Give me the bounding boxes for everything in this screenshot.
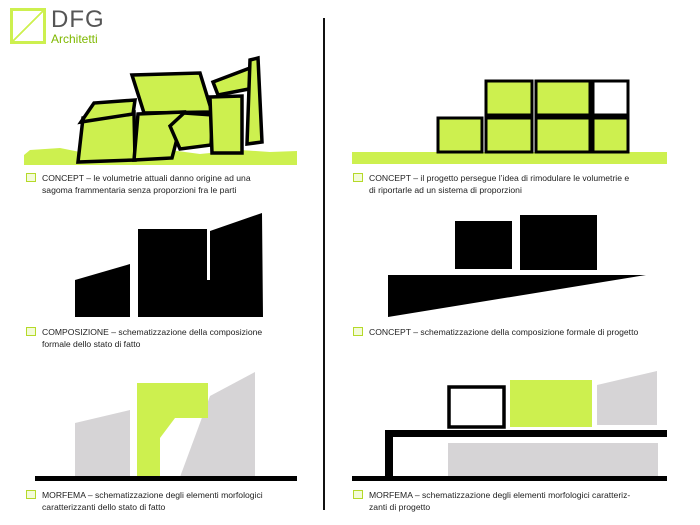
caption-bullet-icon — [353, 490, 363, 499]
grid-block — [534, 79, 592, 117]
caption-text: COMPOSIZIONE – schematizzazione della co… — [42, 327, 263, 349]
column-divider — [323, 18, 325, 510]
grid-block — [591, 116, 630, 154]
morph-gray-mass — [75, 410, 130, 477]
morph-slab — [385, 430, 667, 437]
panel-composition-project — [388, 215, 646, 317]
caption-concept-existing: CONCEPT – le volumetrie attuali danno or… — [26, 172, 322, 196]
fragment-block — [77, 98, 138, 125]
caption-bullet-icon — [353, 327, 363, 336]
panel-concept-existing — [24, 55, 297, 165]
caption-composition-project: CONCEPT – schematizzazione della composi… — [353, 326, 693, 338]
logo-subtitle: Architetti — [51, 32, 98, 46]
ground-line — [352, 476, 667, 481]
caption-bullet-icon — [26, 327, 36, 336]
grid-block — [484, 79, 534, 117]
logo-name: DFG — [51, 6, 105, 33]
morph-accent-mass — [137, 383, 208, 477]
caption-morphology-existing: MORFEMA – schematizzazione degli element… — [26, 489, 322, 513]
logo: DFG Architetti — [10, 6, 110, 50]
caption-bullet-icon — [26, 490, 36, 499]
panel-morphology-project — [352, 371, 667, 481]
fragment-block — [245, 55, 264, 147]
morph-gray-mass — [180, 372, 255, 477]
composition-mass — [75, 264, 130, 317]
caption-text: MORFEMA – schematizzazione degli element… — [369, 490, 631, 512]
caption-concept-project: CONCEPT – il progetto persegue l’idea di… — [353, 172, 693, 196]
morph-slab-leg — [385, 430, 393, 479]
morph-outline-block — [447, 385, 506, 429]
fragment-block — [167, 111, 215, 151]
morph-accent-block — [510, 380, 592, 427]
ground-line — [35, 476, 297, 481]
composition-mass — [172, 213, 263, 317]
grid-block — [436, 116, 484, 154]
caption-text: CONCEPT – il progetto persegue l’idea di… — [369, 173, 630, 195]
composition-base-wedge — [388, 275, 646, 317]
caption-bullet-icon — [26, 173, 36, 182]
fragment-block — [208, 94, 244, 155]
grid-block-empty — [591, 79, 630, 117]
panel-composition-existing — [75, 213, 263, 317]
morph-gray-mass — [597, 371, 657, 425]
caption-morphology-project: MORFEMA – schematizzazione degli element… — [353, 489, 693, 513]
panel-morphology-existing — [35, 372, 297, 481]
caption-text: CONCEPT – schematizzazione della composi… — [369, 327, 639, 337]
composition-block — [455, 221, 512, 269]
panel-concept-project — [352, 79, 667, 164]
caption-text: MORFEMA – schematizzazione degli element… — [42, 490, 263, 512]
composition-block — [520, 215, 597, 270]
logo-mark — [10, 8, 46, 44]
ground-strip-grid — [352, 152, 667, 164]
caption-text: CONCEPT – le volumetrie attuali danno or… — [42, 173, 251, 195]
caption-composition-existing: COMPOSIZIONE – schematizzazione della co… — [26, 326, 322, 350]
caption-bullet-icon — [353, 173, 363, 182]
fragment-block — [129, 71, 215, 115]
grid-block — [534, 116, 592, 154]
grid-block — [484, 116, 534, 154]
morph-gray-base — [448, 443, 658, 479]
